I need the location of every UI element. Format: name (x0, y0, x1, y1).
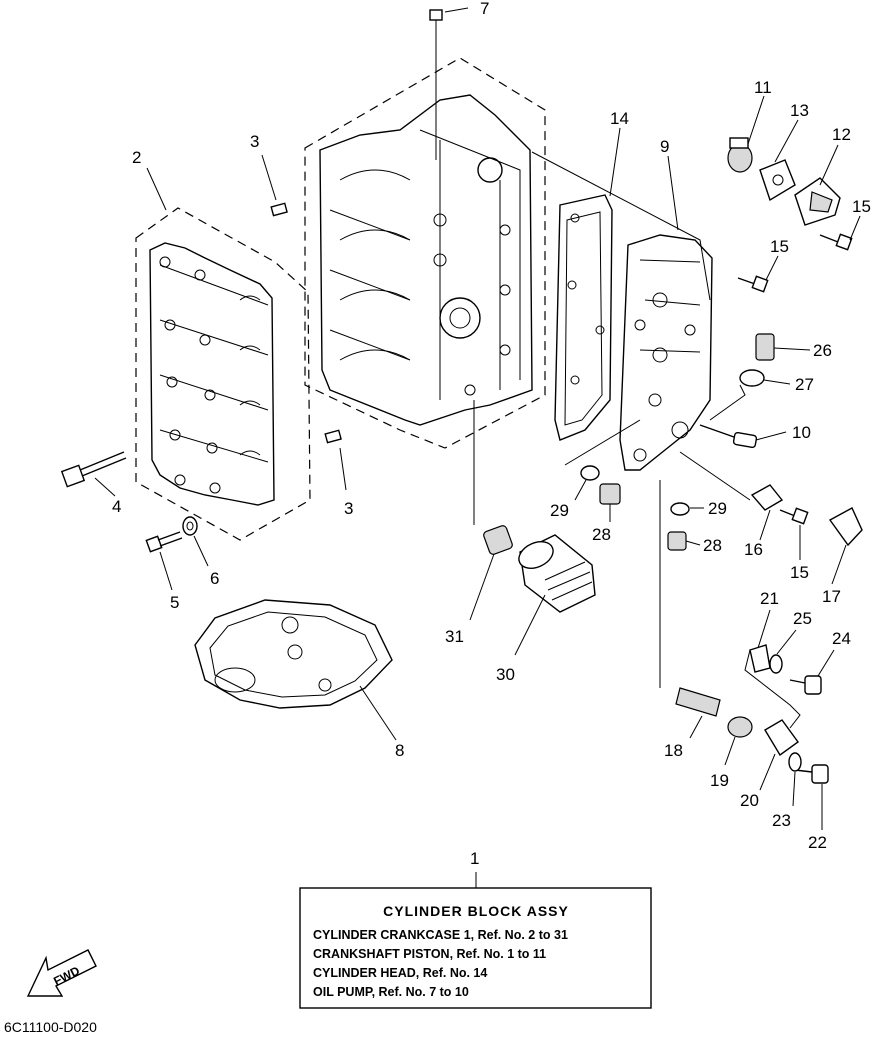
oil-strainer-part-31 (473, 400, 513, 555)
callout-23: 23 (772, 811, 791, 830)
callout-15-lower: 15 (790, 563, 809, 582)
callout-9: 9 (660, 137, 669, 156)
callout-14: 14 (610, 109, 629, 128)
cylinder-block (304, 57, 546, 449)
bolt-part-15-lower (779, 507, 809, 525)
gasket-part-29-lower (670, 502, 690, 516)
gasket-part-29-upper (580, 465, 600, 481)
callout-6: 6 (210, 569, 219, 588)
drain-plug-part-28-lower (667, 531, 687, 551)
gasket-part-13 (759, 159, 796, 202)
callout-11: 11 (754, 78, 772, 97)
callout-22: 22 (808, 833, 827, 852)
callout-4: 4 (112, 497, 121, 516)
washer-part-25 (769, 654, 783, 674)
callout-7: 7 (480, 0, 489, 18)
callout-15-top: 15 (852, 197, 871, 216)
callout-3-upper: 3 (250, 132, 259, 151)
sensor-part-10 (699, 424, 758, 449)
callout-25: 25 (793, 609, 812, 628)
callout-20: 20 (740, 791, 759, 810)
o-ring-part-27 (739, 369, 765, 387)
bolt-part-5 (145, 531, 183, 553)
screw-part-7 (429, 9, 443, 160)
callout-31: 31 (445, 627, 464, 646)
callout-28-upper: 28 (592, 525, 611, 544)
part-20 (764, 719, 799, 757)
assembly-box-line-4: OIL PUMP, Ref. No. 7 to 10 (313, 985, 469, 999)
oil-pan-gasket-part-8 (194, 599, 393, 709)
callout-10: 10 (792, 423, 811, 442)
leader-lines (94, 7, 861, 888)
callout-19: 19 (710, 771, 729, 790)
callout-29-upper: 29 (550, 501, 569, 520)
callout-15-middle: 15 (770, 237, 789, 256)
callout-13: 13 (790, 101, 809, 120)
fitting-part-26 (755, 333, 775, 361)
callout-26: 26 (813, 341, 832, 360)
cylinder-head-gasket-part-14 (554, 194, 613, 441)
bolt-part-15-middle (737, 275, 769, 293)
dowel-pin-part-3-lower (324, 429, 342, 444)
assembly-box-line-3: CYLINDER HEAD, Ref. No. 14 (313, 966, 487, 980)
part-18 (659, 480, 721, 717)
callout-2: 2 (132, 148, 141, 167)
clip-part-17 (828, 507, 863, 547)
part-21 (749, 644, 771, 673)
callout-28-lower: 28 (703, 536, 722, 555)
washer-part-6 (182, 516, 198, 536)
callout-30: 30 (496, 665, 515, 684)
assembly-reference-box: CYLINDER BLOCK ASSY CYLINDER CRANKCASE 1… (299, 887, 652, 1009)
callout-16: 16 (744, 540, 763, 559)
callout-21: 21 (760, 589, 779, 608)
diagram-code: 6C11100-D020 (4, 1019, 97, 1035)
callout-3-lower: 3 (344, 499, 353, 518)
bolt-part-24 (789, 675, 822, 695)
bolt-part-4 (60, 451, 127, 488)
cover-part-12 (794, 177, 841, 226)
plug-part-11 (727, 137, 753, 173)
callout-12: 12 (832, 125, 851, 144)
assembly-box-line-1: CYLINDER CRANKCASE 1, Ref. No. 2 to 31 (313, 928, 568, 942)
dowel-pin-part-3-upper (270, 202, 288, 217)
bushing-part-19 (727, 716, 753, 738)
assembly-box-line-2: CRANKSHAFT PISTON, Ref. No. 1 to 11 (313, 947, 546, 961)
callout-24: 24 (832, 629, 851, 648)
crankcase-part-2 (135, 207, 311, 541)
washer-part-23 (788, 752, 802, 772)
callout-numbers: 1 2 3 3 4 5 6 7 8 9 10 11 12 13 14 15 15… (112, 0, 871, 868)
callout-27: 27 (795, 375, 814, 394)
callout-29-lower: 29 (708, 499, 727, 518)
callout-18: 18 (664, 741, 683, 760)
cylinder-head-part-9 (619, 234, 713, 471)
oil-filter-part-30 (518, 534, 596, 613)
callout-1: 1 (470, 849, 479, 868)
assembly-box-title: CYLINDER BLOCK ASSY (383, 903, 569, 919)
drain-plug-part-28-upper (599, 483, 621, 505)
bolt-part-15-upper (819, 233, 853, 251)
callout-8: 8 (395, 741, 404, 760)
callout-17: 17 (822, 587, 841, 606)
fwd-arrow: FWD (26, 949, 97, 997)
callout-5: 5 (170, 593, 179, 612)
clamp-part-16 (750, 484, 784, 511)
